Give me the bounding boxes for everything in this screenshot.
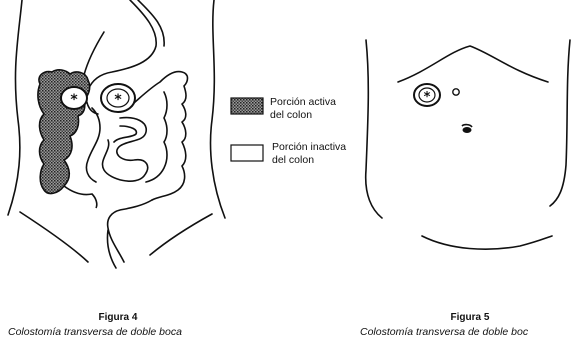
stoma-inactive-icon: * <box>101 84 135 112</box>
figure5-subtitle: Colostomía transversa de doble boc <box>360 326 528 338</box>
figure5-illustration <box>366 40 570 249</box>
torso-right-edge <box>211 0 225 218</box>
colon-active-tail <box>64 186 97 208</box>
groin-curve <box>422 236 552 249</box>
ribcage-line <box>398 46 548 82</box>
esophagus-line <box>84 32 104 75</box>
legend-inactive-line2: del colon <box>272 154 346 167</box>
stomach-inner <box>138 0 164 46</box>
colon-descending-inner <box>146 92 167 182</box>
legend-active-line2: del colon <box>270 109 336 122</box>
legend-inactive-label: Porción inactiva del colon <box>272 141 346 167</box>
navel-icon <box>462 125 472 133</box>
legend-active-swatch <box>231 98 263 114</box>
figure4-title: Figura 4 <box>78 312 158 323</box>
legend-inactive-line1: Porción inactiva <box>272 141 346 154</box>
legend-inactive-swatch <box>231 145 263 161</box>
pelvis-right <box>150 214 212 255</box>
svg-text:*: * <box>70 92 78 108</box>
pelvis-left <box>20 212 88 262</box>
small-bowel <box>102 118 147 182</box>
figure4-subtitle: Colostomía transversa de doble boca <box>8 326 182 338</box>
legend-active-label: Porción activa del colon <box>270 96 336 122</box>
abdomen-right-edge <box>550 40 570 206</box>
rectum <box>107 230 116 268</box>
abdomen-left-edge <box>366 40 382 218</box>
torso-left-edge <box>8 0 22 215</box>
mucous-fistula-icon <box>453 89 459 95</box>
svg-text:*: * <box>114 92 122 108</box>
legend-active-line1: Porción activa <box>270 96 336 109</box>
small-bowel-inner <box>114 126 136 142</box>
figure5-title: Figura 5 <box>430 312 510 323</box>
stoma-figure5-icon: * <box>414 84 440 106</box>
colon-inactive-segment <box>86 108 100 182</box>
sigmoid <box>108 200 152 262</box>
stoma-active-icon: * <box>61 87 87 109</box>
svg-text:*: * <box>424 90 431 105</box>
